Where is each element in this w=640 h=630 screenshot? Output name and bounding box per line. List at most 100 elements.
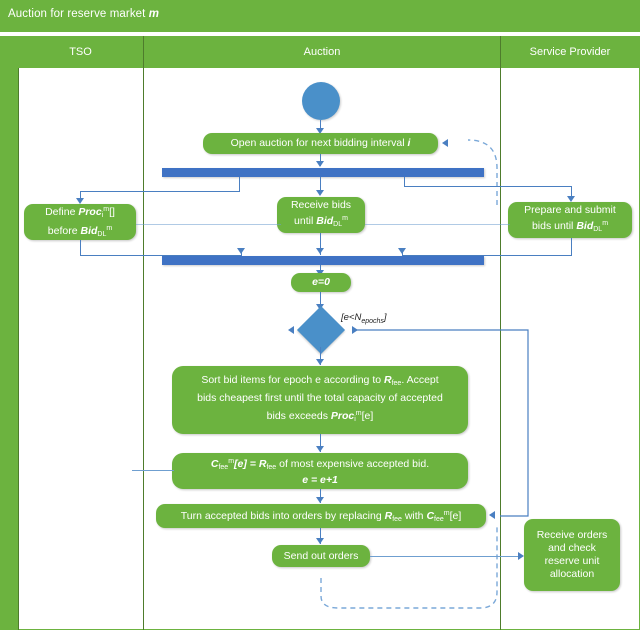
guard-post: ] <box>383 312 387 323</box>
conn-receive-bids-to-join <box>320 233 322 255</box>
conn-decision-to-sort <box>320 347 322 365</box>
conn-start-to-open <box>320 120 322 132</box>
lane-left-strip-header <box>0 36 18 68</box>
define-proc-line1: Define Procim[] <box>45 203 115 222</box>
make-orders-label: Turn accepted bids into orders by replac… <box>181 507 462 526</box>
lane-header-auction: Auction <box>143 36 500 68</box>
title-italic-symbol: m <box>148 8 160 20</box>
define-proc-line1-post: [] <box>109 206 115 218</box>
define-proc-line1-pre: Define <box>45 206 79 218</box>
guard-pre: [e<N <box>341 312 362 323</box>
clearing-l1-post: of most expensive accepted bid. <box>276 458 430 470</box>
clearing-cfee-sup: m <box>228 458 235 465</box>
arrowhead-to-fork <box>316 161 324 167</box>
conn-fork-down-right <box>404 177 406 187</box>
arrowhead-to-prepare-bids <box>567 196 575 202</box>
clearing-increment: e = e+1 <box>302 474 338 486</box>
prepare-bids-subscript: DL <box>593 226 603 233</box>
guard-condition-label: [e<Nepochs] <box>341 312 387 325</box>
activity-set-clearing-fee[interactable]: Cfeem[e] = Rfee of most expensive accept… <box>172 453 468 489</box>
conn-tso-to-auction-guide <box>136 224 281 226</box>
conn-send-to-receive-orders <box>370 556 520 558</box>
arrowhead-to-send-orders <box>316 538 324 544</box>
prepare-bids-line2: bids until BidDLm <box>532 217 608 236</box>
activity-receive-orders[interactable]: Receive orders and check reserve unit al… <box>524 519 620 591</box>
diagram-title-bar: Auction for reserve market m <box>0 0 640 32</box>
receive-bids-symbol: Bid <box>316 215 334 227</box>
clearing-cfee-symbol: C <box>210 458 219 470</box>
conn-define-proc-to-join <box>80 255 242 257</box>
conn-clearing-to-left-guide <box>132 470 174 472</box>
receive-orders-line4: allocation <box>549 568 595 580</box>
activity-sort-bids[interactable]: Sort bid items for epoch e according to … <box>172 366 468 434</box>
conn-clearing-to-orders <box>320 489 322 503</box>
make-orders-rfee-symbol: R <box>384 509 393 522</box>
clearing-line2: e = e+1 <box>302 474 338 487</box>
sort-bids-line3: bids exceeds Procim[e] <box>267 406 374 427</box>
prepare-bids-symbol: Bid <box>576 220 594 232</box>
sort-bids-proc-sup: m <box>355 410 362 417</box>
activity-send-orders[interactable]: Send out orders <box>272 545 370 567</box>
activity-open-auction[interactable]: Open auction for next bidding interval i <box>203 133 438 154</box>
sort-bids-l3-post: [e] <box>361 410 374 422</box>
sort-bids-rfee-symbol: R <box>384 374 392 386</box>
receive-bids-line2: until BidDLm <box>294 212 348 231</box>
sort-bids-l3-pre: bids exceeds <box>266 410 331 422</box>
open-auction-text: Open auction for next bidding interval <box>230 137 408 149</box>
make-orders-rfee-sub: fee <box>392 515 402 523</box>
conn-fork-to-tso <box>80 191 240 193</box>
define-proc-line2-pre: before <box>47 225 81 237</box>
arrowhead-to-receive-bids <box>316 190 324 196</box>
receive-bids-subscript: DL <box>333 221 343 228</box>
conn-down-to-define-proc <box>80 191 82 201</box>
sort-bids-line1: Sort bid items for epoch e according to … <box>201 373 438 391</box>
activity-define-proc[interactable]: Define Procim[] before BidDLm <box>24 204 136 240</box>
page-title: Auction for reserve market m <box>8 8 159 20</box>
conn-define-proc-down <box>80 240 82 256</box>
make-orders-cfee-sup: m <box>443 509 450 517</box>
conn-prepare-bids-to-join <box>402 255 572 257</box>
define-proc-line2: before BidDLm <box>48 222 112 241</box>
activity-make-orders[interactable]: Turn accepted bids into orders by replac… <box>156 504 486 528</box>
conn-orders-to-send <box>320 528 322 544</box>
swimlane-header-row: TSO Auction Service Provider <box>0 36 640 68</box>
clearing-rfee-sub: fee <box>266 464 277 471</box>
make-orders-cfee-sub: fee <box>434 515 444 523</box>
conn-fork-down-left <box>239 177 241 192</box>
sort-bids-line2: bids cheapest first until the total capa… <box>197 392 443 404</box>
sort-bids-l1-pre: Sort bid items for epoch e according to <box>201 374 384 386</box>
lane-header-service-provider: Service Provider <box>500 36 639 68</box>
arrowhead-to-open-auction <box>316 128 324 134</box>
receive-orders-line1: Receive orders <box>536 529 608 541</box>
conn-sort-to-clearing <box>320 434 322 452</box>
init-epoch-label: e=0 <box>312 276 330 288</box>
activity-init-epoch[interactable]: e=0 <box>291 273 351 292</box>
define-proc-bid-sup: m <box>106 225 113 232</box>
send-orders-label: Send out orders <box>283 549 359 562</box>
sort-bids-proc-symbol: Proc <box>330 410 355 422</box>
arrowhead-to-define-proc <box>76 198 84 204</box>
receive-bids-superscript: m <box>342 215 348 222</box>
arrowhead-decision-loop-out <box>352 326 358 334</box>
arrowhead-loop-into-open-auction <box>442 139 448 147</box>
make-orders-post: [e] <box>449 509 462 522</box>
receive-orders-line2: and check <box>548 542 596 554</box>
conn-auction-to-sp-guide <box>365 224 510 226</box>
clearing-line1: Cfeem[e] = Rfee of most expensive accept… <box>211 455 429 474</box>
arrowhead-loop-into-make-orders <box>489 511 495 519</box>
activity-prepare-submit-bids[interactable]: Prepare and submit bids until BidDLm <box>508 202 632 238</box>
conn-fork-to-sp <box>404 186 572 188</box>
clearing-l1-mid: [e] = <box>234 458 259 470</box>
arrowhead-join-mid <box>316 248 324 254</box>
conn-fork-to-receive-bids <box>320 177 322 193</box>
prepare-bids-line1: Prepare and submit <box>524 204 616 216</box>
lane-left-strip-body <box>0 68 18 630</box>
arrowhead-join-left <box>237 248 245 254</box>
arrowhead-to-sort-bids <box>316 359 324 365</box>
activity-receive-bids[interactable]: Receive bids until BidDLm <box>277 197 365 233</box>
join-bar <box>162 256 484 265</box>
guard-sub: epochs <box>361 317 384 325</box>
define-proc-superscript: m <box>103 206 110 213</box>
define-proc-bid-sub: DL <box>97 231 107 238</box>
conn-open-to-fork <box>320 154 322 166</box>
